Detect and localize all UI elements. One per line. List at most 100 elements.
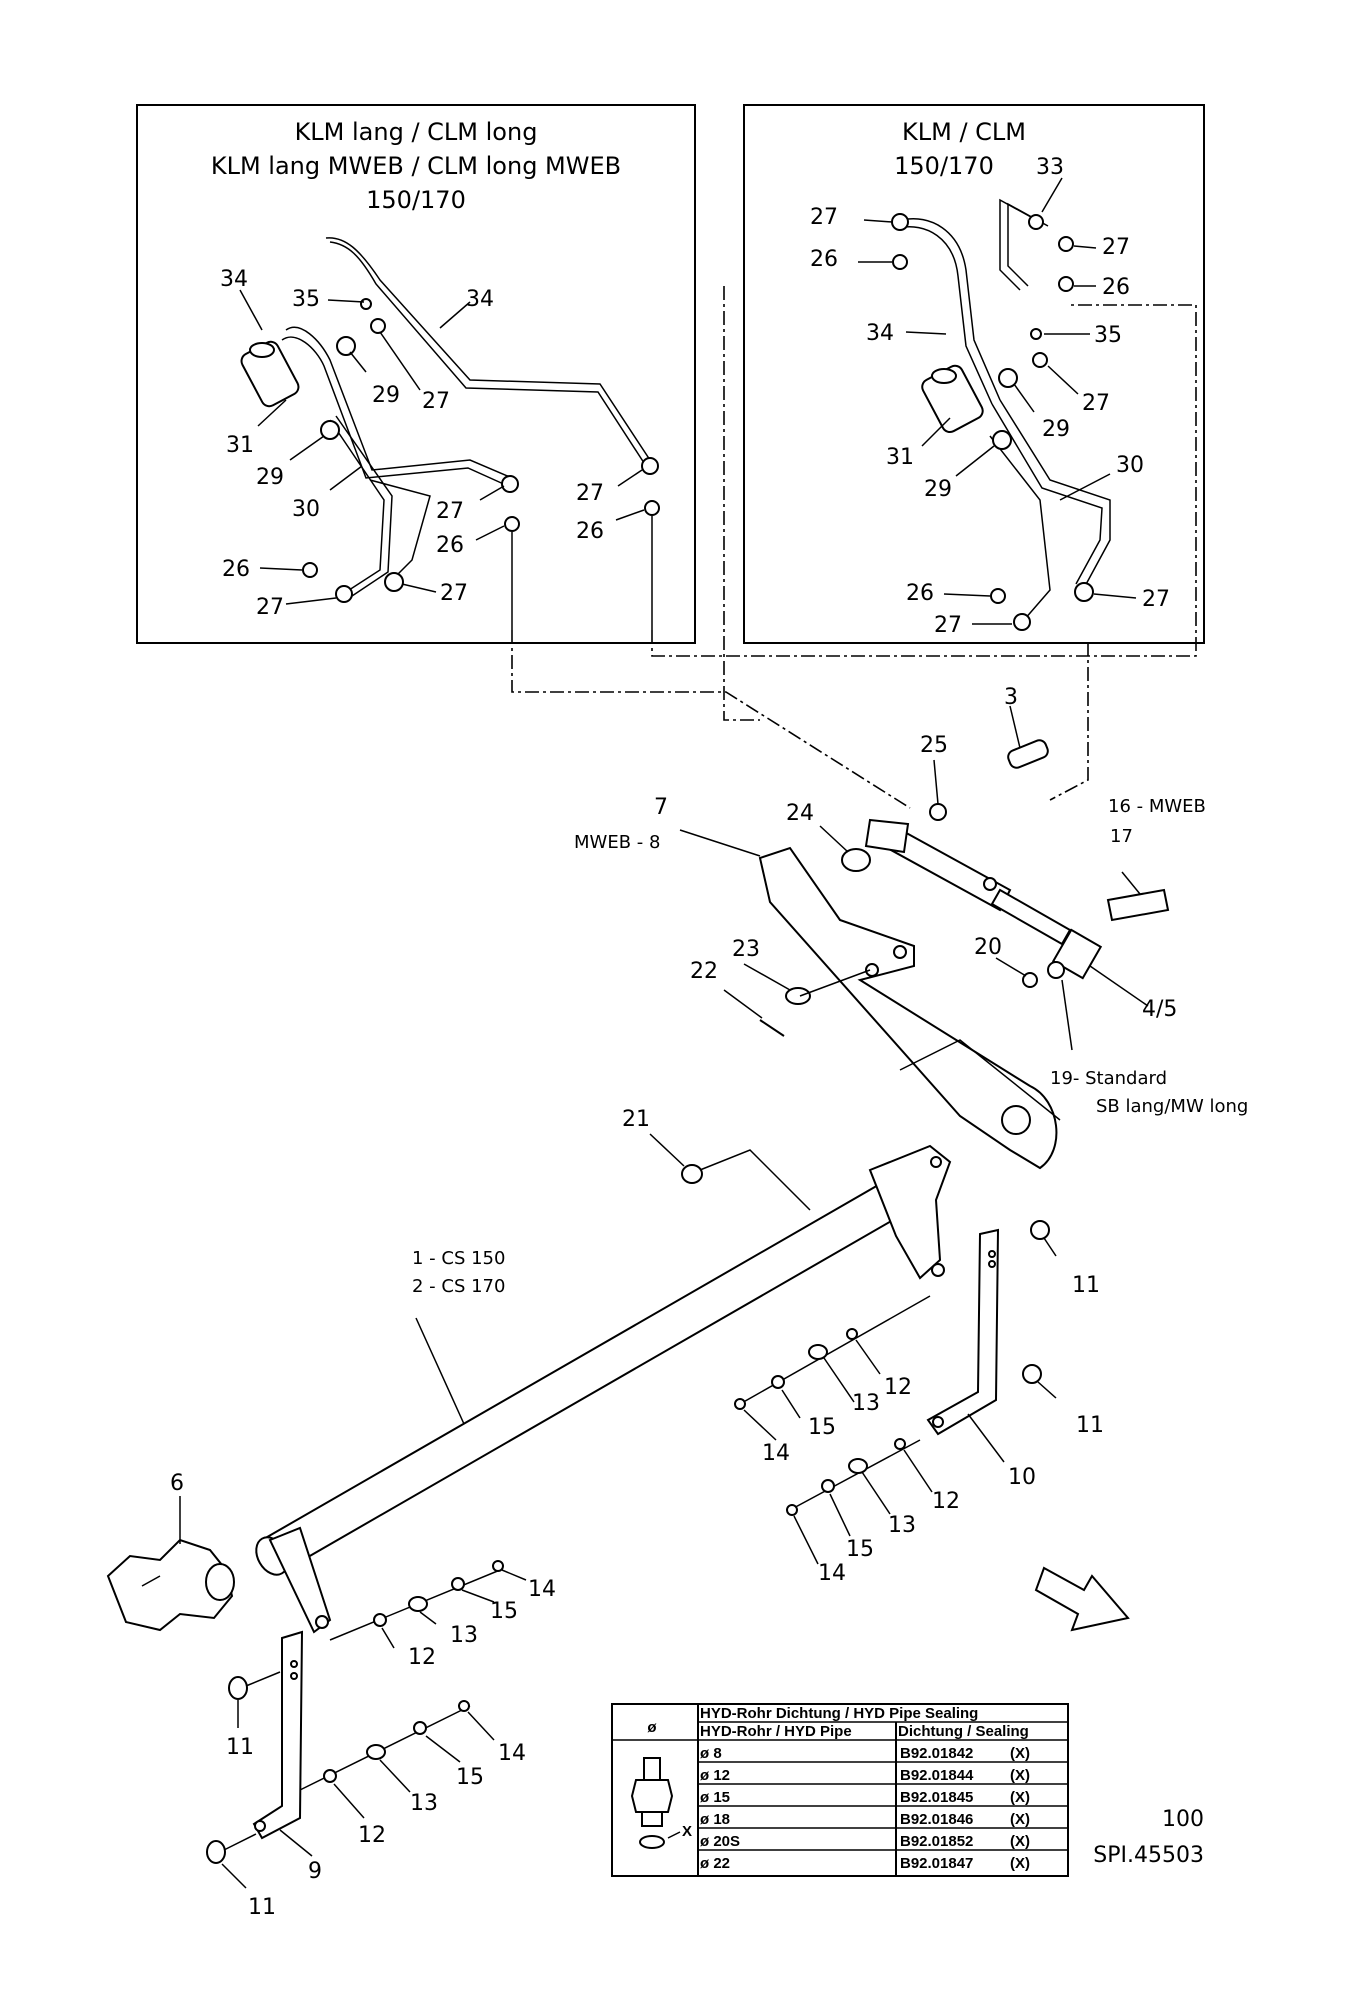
label-3: 3 <box>1004 685 1018 710</box>
leader-r27b <box>1073 245 1097 249</box>
bolt-11b <box>1022 1364 1042 1384</box>
direction-arrow-icon <box>1034 1566 1130 1632</box>
pipe-30b <box>369 479 431 581</box>
lever-pivot-b <box>893 945 907 959</box>
label-27: 27 <box>1082 391 1110 416</box>
sealing-table: ø X HYD-Rohr Dichtung / HYD Pipe Sealing… <box>611 1703 1069 1877</box>
lever-axis-line <box>899 1039 1061 1121</box>
leader-r34 <box>905 331 947 335</box>
label-15: 15 <box>456 1765 484 1790</box>
label-22: 22 <box>690 959 718 984</box>
left-inset-title-line3: 150/170 <box>366 186 466 214</box>
label-24: 24 <box>786 801 814 826</box>
connector-lines <box>511 286 1197 809</box>
axis-line-23 <box>799 969 871 997</box>
arm-9-assembly: 11 11 9 12 13 15 14 12 13 15 14 <box>206 1560 556 1920</box>
label-19-standard: 19- Standard <box>1050 1068 1167 1089</box>
main-shaft-assembly: 1 - CS 150 2 - CS 170 21 <box>255 1107 952 1634</box>
arm-10-hole <box>932 1416 944 1428</box>
bushing-12b <box>894 1438 906 1450</box>
fitting-pictogram-seal <box>639 1835 665 1849</box>
pipe-34-upper-edge <box>329 241 647 467</box>
leader-29a <box>349 351 367 373</box>
pipe-30-right-edge <box>991 403 1103 585</box>
fitting-35 <box>360 298 372 310</box>
lever-arm-7 <box>758 846 1058 1170</box>
pipe-30-right <box>999 399 1111 589</box>
leader-11a <box>1043 1237 1057 1257</box>
table-header-top: HYD-Rohr Dichtung / HYD Pipe Sealing <box>700 1705 978 1722</box>
table-row-mark: (X) <box>1010 1811 1030 1828</box>
table-row-dia: ø 20S <box>700 1833 740 1850</box>
label-12: 12 <box>884 1375 912 1400</box>
leader-29b <box>289 435 325 461</box>
left-inset-title-line2: KLM lang MWEB / CLM long MWEB <box>211 152 621 180</box>
fitting-r33 <box>1028 214 1044 230</box>
leader-35 <box>327 299 365 303</box>
bolt-11d-shank <box>223 1833 257 1851</box>
leader-12b <box>903 1449 933 1493</box>
nut-14a <box>734 1398 746 1410</box>
fitting-27c <box>641 457 659 475</box>
leader-13b <box>861 1471 891 1515</box>
label-11: 11 <box>1072 1273 1100 1298</box>
leader-23 <box>743 963 791 991</box>
label-4-5: 4/5 <box>1142 997 1177 1022</box>
leader-12c <box>381 1627 395 1649</box>
label-1: 1 - CS 150 <box>412 1248 505 1269</box>
leader-r27a <box>863 219 893 223</box>
cylinder-port <box>983 877 997 891</box>
leader-26b <box>475 525 505 541</box>
washer-13c <box>408 1596 428 1612</box>
table-row-mark: (X) <box>1010 1745 1030 1762</box>
rod-end-4-5 <box>1051 928 1103 980</box>
cylinder-rod <box>990 888 1072 946</box>
valve-31-cap <box>249 342 275 358</box>
table-row-dia: ø 15 <box>700 1789 730 1806</box>
washer-13a <box>808 1344 828 1360</box>
pipe-30-right-b <box>989 435 1051 621</box>
table-row-code: B92.01844 <box>900 1767 974 1784</box>
fitting-26b <box>504 516 520 532</box>
leader-30 <box>329 465 363 491</box>
pipe-34-lower <box>285 326 513 479</box>
fitting-r27e <box>1074 582 1094 602</box>
label-27: 27 <box>440 581 468 606</box>
label-34: 34 <box>866 321 894 346</box>
label-27: 27 <box>436 499 464 524</box>
leader-r26c <box>943 593 991 597</box>
leader-1 <box>415 1317 465 1425</box>
table-row-dia: ø 12 <box>700 1767 730 1784</box>
axis-line-21 <box>699 1149 811 1211</box>
table-col-pipe-header: HYD-Rohr / HYD Pipe <box>700 1723 852 1740</box>
bracket-hole-b <box>931 1263 945 1277</box>
fitting-26c <box>644 500 660 516</box>
leader-r33 <box>1041 177 1063 213</box>
leader-20 <box>995 957 1027 977</box>
bracket-6: 6 <box>106 1471 235 1632</box>
pipe-34-lower-edge <box>281 336 509 487</box>
label-27: 27 <box>1102 235 1130 260</box>
label-17: 17 <box>1110 826 1133 847</box>
bushing-12c <box>373 1613 387 1627</box>
label-30: 30 <box>1116 453 1144 478</box>
table-row-code: B92.01852 <box>900 1833 973 1850</box>
drawing-code: SPI.45503 <box>1093 1843 1204 1868</box>
bushing-24 <box>841 848 871 872</box>
leader-12a <box>855 1339 881 1375</box>
leader-r29a <box>1013 383 1035 413</box>
label-31: 31 <box>886 445 914 470</box>
table-col-seal-header: Dichtung / Sealing <box>898 1723 1029 1740</box>
label-29: 29 <box>1042 417 1070 442</box>
washer-15a <box>771 1375 785 1389</box>
label-12: 12 <box>408 1645 436 1670</box>
label-29: 29 <box>924 477 952 502</box>
fitting-pictogram-hex <box>630 1779 674 1813</box>
fitting-27b <box>501 475 519 493</box>
label-14: 14 <box>818 1561 846 1586</box>
label-29: 29 <box>372 383 400 408</box>
leader-14a <box>743 1409 777 1441</box>
arm-9-slot-a <box>290 1660 298 1668</box>
label-27: 27 <box>1142 587 1170 612</box>
